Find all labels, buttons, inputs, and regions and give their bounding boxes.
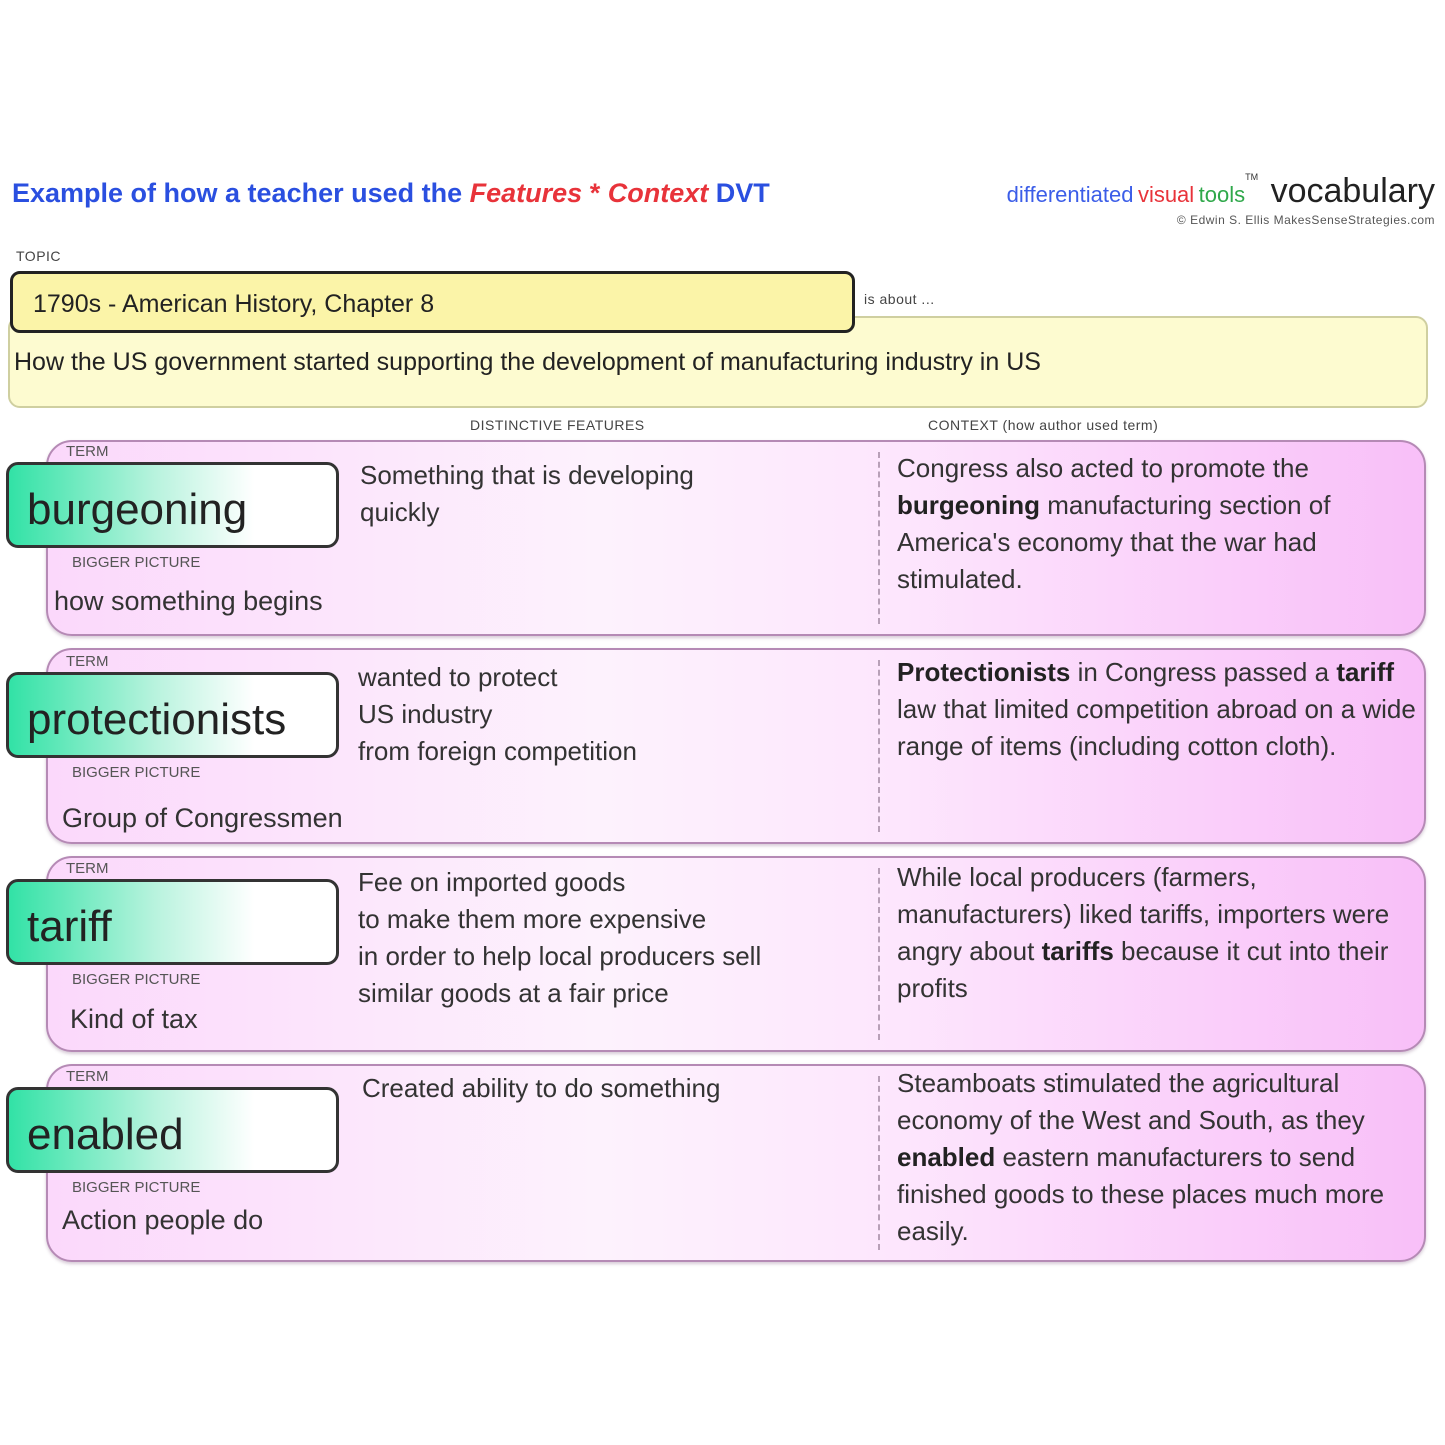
bigger-picture-field[interactable]: Action people do [62, 1205, 264, 1235]
feature-line: quickly [360, 497, 440, 527]
bigger-picture-label: BIGGER PICTURE [72, 1179, 201, 1196]
term-field[interactable]: protectionists [6, 672, 339, 758]
context-term-highlight: Protectionists [897, 657, 1071, 687]
is-about-label: is about ... [864, 291, 935, 307]
feature-line: wanted to protect [358, 662, 558, 692]
feature-line: to make them more expensive [358, 904, 707, 934]
title-features: Features [469, 178, 583, 208]
context-text: eastern manufacturers to send finished g… [897, 1142, 1385, 1246]
title-text: Example of how a teacher used the [12, 178, 470, 208]
bigger-picture-label: BIGGER PICTURE [72, 554, 201, 571]
title-dvt: DVT [708, 178, 770, 208]
copyright-text: © Edwin S. Ellis MakesSenseStrategies.co… [1176, 213, 1435, 227]
page-title: Example of how a teacher used the Featur… [12, 178, 770, 209]
column-divider [878, 868, 880, 1040]
column-divider [878, 660, 880, 832]
distinctive-features-field[interactable]: Created ability to do something [362, 1070, 862, 1107]
column-divider [878, 452, 880, 624]
brand-word-tools: tools [1198, 182, 1246, 207]
bigger-picture-field[interactable]: Group of Congressmen [62, 803, 343, 833]
term-label: TERM [66, 1068, 109, 1085]
brand-vocabulary: vocabulary [1270, 172, 1435, 210]
bigger-picture-label: BIGGER PICTURE [72, 764, 201, 781]
context-field[interactable]: While local producers (farmers, manufact… [897, 859, 1417, 1007]
bigger-picture-field[interactable]: how something begins [54, 586, 323, 616]
feature-line: similar goods at a fair price [358, 978, 669, 1008]
brand-word-visual: visual [1137, 182, 1195, 207]
context-text: Congress also acted to promote the [897, 453, 1309, 483]
brand-logo: differentiated visual toolsTM vocabulary… [1007, 172, 1435, 227]
term-field[interactable]: burgeoning [6, 462, 339, 548]
context-text: While local producers (farmers, manufact… [897, 862, 1390, 966]
context-term-highlight: tariffs [1041, 936, 1114, 966]
term-label: TERM [66, 443, 109, 460]
context-term-highlight: tariff [1336, 657, 1395, 687]
feature-line: from foreign competition [358, 736, 637, 766]
topic-field[interactable]: 1790s - American History, Chapter 8 [10, 271, 855, 333]
term-label: TERM [66, 653, 109, 670]
distinctive-features-field[interactable]: Fee on imported goods to make them more … [358, 864, 858, 1012]
feature-line: US industry [358, 699, 493, 729]
context-text: law that limited competition abroad on a… [897, 694, 1416, 761]
distinctive-features-field[interactable]: Something that is developing quickly [360, 457, 860, 531]
topic-label: TOPIC [16, 248, 62, 264]
context-term-highlight: enabled [897, 1142, 996, 1172]
term-field[interactable]: tariff [6, 879, 339, 965]
term-label: TERM [66, 860, 109, 877]
column-divider [878, 1076, 880, 1250]
feature-line: Fee on imported goods [358, 867, 626, 897]
title-star: * [582, 178, 608, 208]
feature-line: Something that is developing [360, 460, 694, 490]
bigger-picture-label: BIGGER PICTURE [72, 971, 201, 988]
distinctive-features-field[interactable]: wanted to protect US industry from foreign… [358, 659, 858, 770]
context-text: manufacturing section of America's econo… [897, 490, 1331, 594]
feature-line: Created ability to do something [362, 1073, 721, 1103]
context-text: in Congress passed a [1070, 657, 1337, 687]
context-header: CONTEXT (how author used term) [928, 417, 1159, 433]
distinctive-features-header: DISTINCTIVE FEATURES [470, 417, 645, 433]
context-term-highlight: burgeoning [897, 490, 1040, 520]
term-field[interactable]: enabled [6, 1087, 339, 1173]
bigger-picture-field[interactable]: Kind of tax [70, 1004, 198, 1034]
brand-word-differentiated: differentiated [1006, 182, 1134, 207]
trademark-mark: TM [1245, 172, 1259, 182]
feature-line: in order to help local producers sell [358, 941, 762, 971]
context-field[interactable]: Congress also acted to promote the burge… [897, 450, 1417, 598]
title-context: Context [607, 178, 709, 208]
context-field[interactable]: Steamboats stimulated the agricultural e… [897, 1065, 1417, 1250]
context-field[interactable]: Protectionists in Congress passed a tari… [897, 654, 1417, 765]
context-text: because it cut into their profits [897, 936, 1389, 1003]
context-text: Steamboats stimulated the agricultural e… [897, 1068, 1365, 1135]
